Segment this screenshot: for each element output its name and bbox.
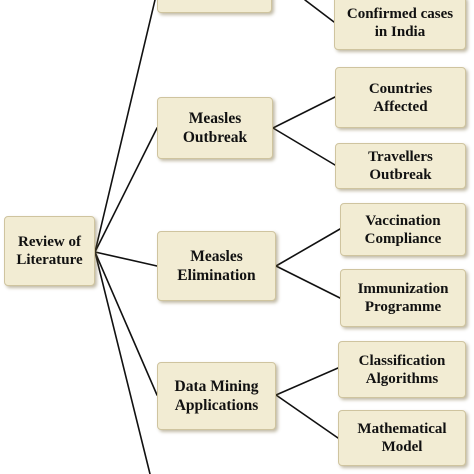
node-measles-outbreak: Measles Outbreak bbox=[157, 97, 273, 159]
connector-top-branch-confirmed bbox=[304, 0, 335, 23]
node-label: Review of Literature bbox=[16, 234, 83, 268]
node-measles-elimination: Measles Elimination bbox=[157, 231, 276, 301]
node-label: Travellers Outbreak bbox=[368, 149, 433, 183]
connector-elimination-immunization bbox=[275, 265, 341, 299]
node-vaccination-compliance: Vaccination Compliance bbox=[340, 203, 466, 256]
connector-root-top-branch bbox=[94, 0, 156, 253]
node-confirmed-cases-india: Confirmed cases in India bbox=[334, 0, 466, 50]
node-label: Measles Outbreak bbox=[182, 110, 248, 146]
connector-elimination-vaccination bbox=[275, 228, 341, 267]
node-review-of-literature: Review of Literature bbox=[4, 216, 95, 286]
connector-outbreak-travellers bbox=[272, 127, 336, 166]
node-label: Vaccination Compliance bbox=[364, 212, 442, 247]
node-mathematical-model: Mathematical Model bbox=[338, 410, 466, 466]
node-countries-affected: Countries Affected bbox=[335, 67, 466, 128]
connector-data-mining-model bbox=[275, 394, 339, 439]
connector-root-bottom-edge bbox=[94, 251, 151, 474]
connector-root-data-mining bbox=[94, 251, 158, 396]
node-label: Mathematical Model bbox=[357, 421, 447, 455]
node-top-branch-partial bbox=[157, 0, 272, 13]
node-data-mining-applications: Data Mining Applications bbox=[157, 362, 276, 430]
node-label: Measles Elimination bbox=[177, 248, 256, 284]
node-label: Immunization Programme bbox=[357, 281, 449, 315]
node-travellers-outbreak: Travellers Outbreak bbox=[335, 143, 466, 189]
node-label: Classification Algorithms bbox=[358, 352, 446, 387]
connector-data-mining-classification bbox=[275, 367, 339, 396]
connector-outbreak-countries bbox=[272, 96, 336, 129]
node-classification-algorithms: Classification Algorithms bbox=[338, 341, 466, 398]
node-immunization-programme: Immunization Programme bbox=[340, 269, 466, 327]
node-label: Confirmed cases in India bbox=[346, 6, 454, 40]
node-label: Countries Affected bbox=[368, 80, 433, 115]
connector-root-outbreak bbox=[94, 127, 158, 253]
connector-root-elimination bbox=[94, 251, 158, 267]
node-label: Data Mining Applications bbox=[174, 378, 259, 414]
